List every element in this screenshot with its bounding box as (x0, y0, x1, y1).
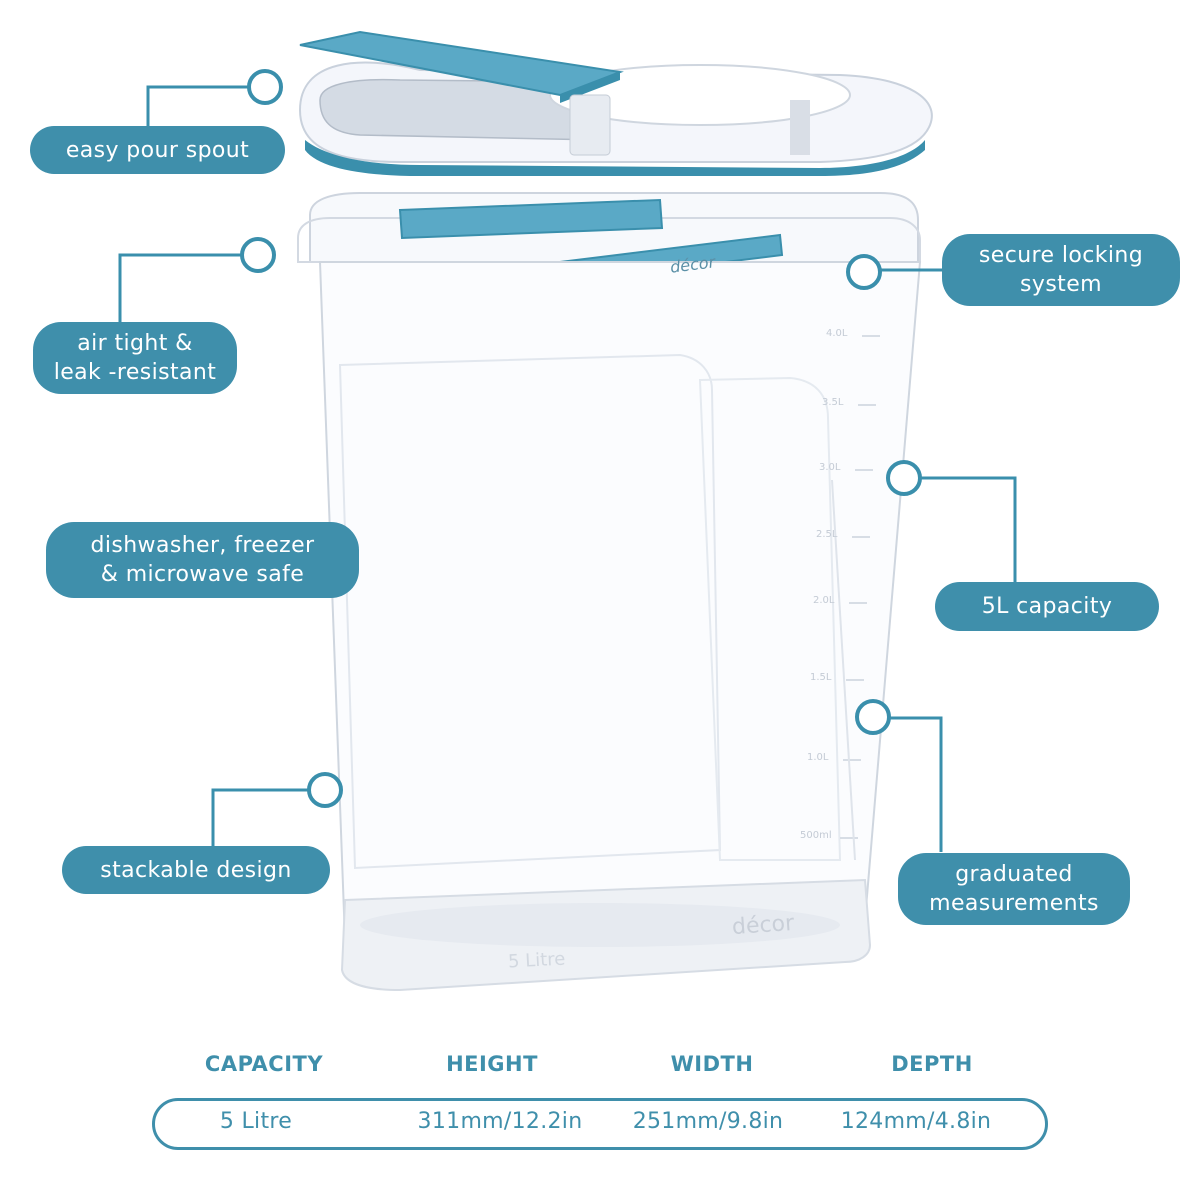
callout-connectors (118, 85, 1017, 852)
callout-capacity: 5L capacity (935, 582, 1159, 631)
container-base-label: 5 Litre (507, 948, 566, 973)
callout-graduated: graduated measurements (898, 853, 1130, 925)
lid (298, 30, 933, 176)
scale-mark: 3.5L (822, 397, 844, 408)
scale-mark: 4.0L (826, 328, 848, 339)
spec-header-width: WIDTH (670, 1052, 754, 1076)
spec-header-capacity: CAPACITY (204, 1052, 324, 1076)
spec-value-width: 251mm/9.8in (632, 1109, 784, 1134)
container-brand-base: décor (731, 910, 795, 941)
spec-values-row (152, 1098, 1048, 1150)
scale-mark: 3.0L (819, 462, 841, 473)
spec-value-capacity: 5 Litre (219, 1109, 293, 1134)
callout-dishwasher-safe: dishwasher, freezer & microwave safe (46, 522, 359, 598)
container (297, 192, 922, 992)
scale-mark: 1.0L (807, 752, 829, 763)
scale-mark: 500ml (800, 830, 832, 841)
spec-header-depth: DEPTH (891, 1052, 973, 1076)
callout-stackable: stackable design (62, 846, 330, 894)
scale-mark: 2.5L (816, 529, 838, 540)
scale-mark: 2.0L (813, 595, 835, 606)
spec-header-height: HEIGHT (446, 1052, 538, 1076)
spec-value-depth: 124mm/4.8in (840, 1109, 992, 1134)
scale-mark: 1.5L (810, 672, 832, 683)
callout-markers (240, 69, 922, 808)
callout-locking: secure locking system (942, 234, 1180, 306)
callout-air-tight: air tight & leak -resistant (33, 322, 237, 394)
callout-pour-spout: easy pour spout (30, 126, 285, 174)
spec-value-height: 311mm/12.2in (417, 1109, 583, 1134)
